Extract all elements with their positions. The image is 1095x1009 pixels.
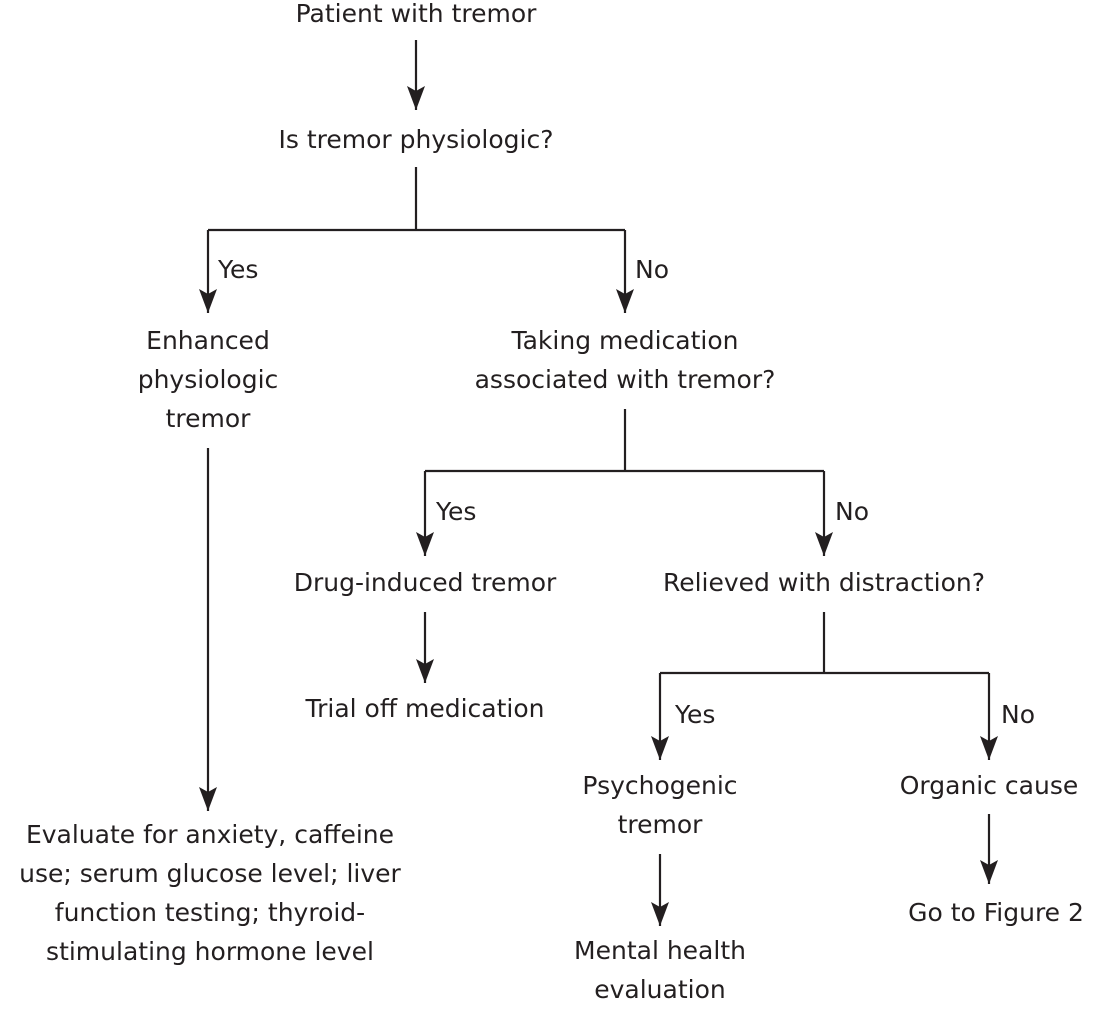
arrowhead <box>980 860 998 884</box>
edge-label-medication-yes: Yes <box>436 497 477 526</box>
node-line: evaluation <box>594 975 726 1004</box>
arrowhead <box>199 289 217 313</box>
arrowhead <box>416 532 434 556</box>
node-line: associated with tremor? <box>474 365 776 394</box>
node-line: Psychogenic <box>582 771 738 800</box>
arrowhead <box>815 532 833 556</box>
node-line: use; serum glucose level; liver <box>19 859 401 888</box>
node-line: Patient with tremor <box>295 0 537 28</box>
node-line: Go to Figure 2 <box>908 898 1084 927</box>
node-line: Evaluate for anxiety, caffeine <box>25 820 395 849</box>
node-line: Taking medication <box>511 326 739 355</box>
node-mental-health-evaluation: Mental health evaluation <box>574 931 746 1009</box>
arrowhead <box>980 736 998 760</box>
node-relieved-with-distraction: Relieved with distraction? <box>663 563 985 602</box>
node-taking-medication: Taking medication associated with tremor… <box>475 321 776 399</box>
arrowhead <box>616 289 634 313</box>
node-line: tremor <box>165 404 251 433</box>
node-line: physiologic <box>137 365 279 394</box>
node-line: stimulating hormone level <box>46 937 374 966</box>
node-line: Is tremor physiologic? <box>278 125 554 154</box>
arrowhead <box>651 902 669 926</box>
node-trial-off-medication: Trial off medication <box>305 689 544 728</box>
node-line: Relieved with distraction? <box>662 568 986 597</box>
node-drug-induced-tremor: Drug-induced tremor <box>294 563 557 602</box>
node-line: Drug-induced tremor <box>293 568 557 597</box>
arrowhead <box>416 659 434 683</box>
arrowhead <box>407 86 425 110</box>
node-line: Trial off medication <box>305 694 545 723</box>
node-patient-with-tremor: Patient with tremor <box>296 0 537 33</box>
node-line: Mental health <box>574 936 746 965</box>
node-line: tremor <box>617 810 703 839</box>
arrowhead <box>199 787 217 811</box>
node-line: function testing; thyroid- <box>54 898 366 927</box>
edge-label-distraction-yes: Yes <box>675 700 716 729</box>
node-enhanced-physiologic-tremor: Enhanced physiologic tremor <box>138 321 279 438</box>
node-organic-cause: Organic cause <box>900 766 1079 805</box>
node-evaluate-for-anxiety: Evaluate for anxiety, caffeine use; seru… <box>19 815 401 971</box>
edge-label-distraction-no: No <box>1001 700 1035 729</box>
edge-label-physiologic-no: No <box>635 255 669 284</box>
edge-label-medication-no: No <box>835 497 869 526</box>
node-line: Enhanced <box>146 326 270 355</box>
node-psychogenic-tremor: Psychogenic tremor <box>582 766 737 844</box>
arrowhead <box>651 736 669 760</box>
node-line: Organic cause <box>899 771 1079 800</box>
edge-label-physiologic-yes: Yes <box>218 255 259 284</box>
node-is-tremor-physiologic: Is tremor physiologic? <box>279 120 554 159</box>
node-go-to-figure-2: Go to Figure 2 <box>908 893 1084 932</box>
